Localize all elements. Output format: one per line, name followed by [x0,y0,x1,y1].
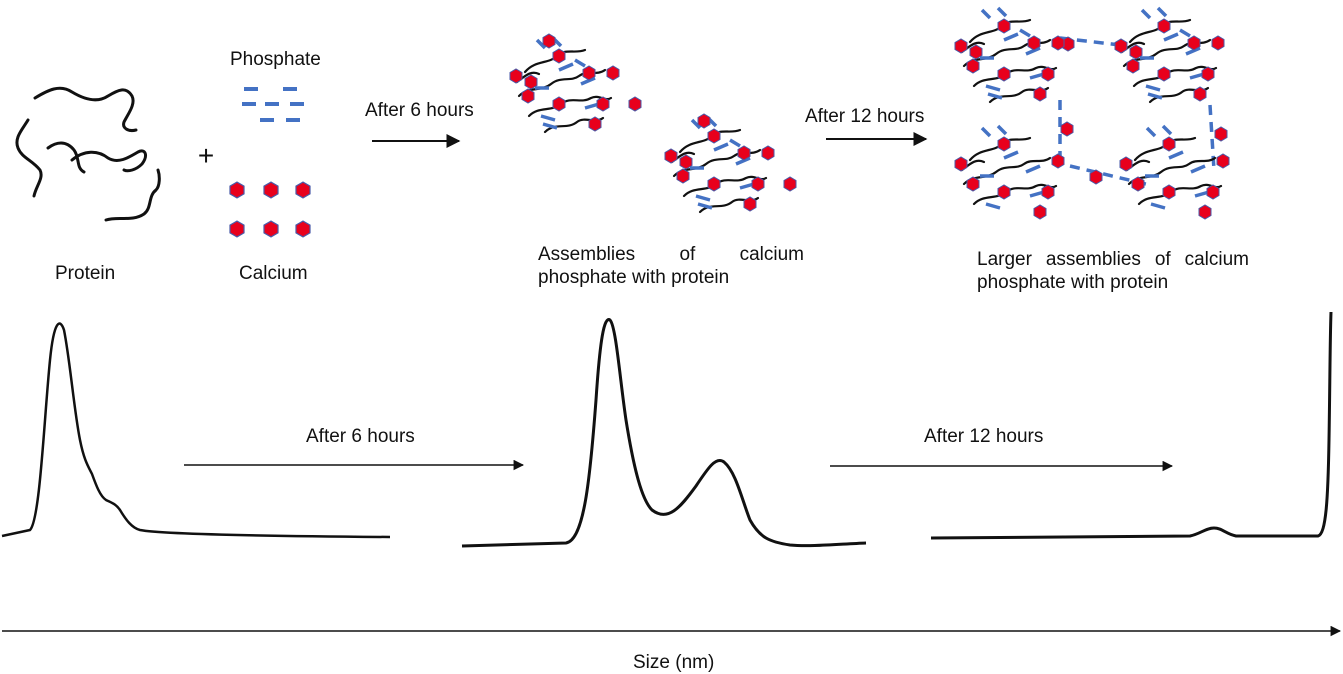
size-distribution-curve-6h [461,318,867,548]
phosphate-dash-icon [242,87,304,122]
larger-assemblies-caption: Larger assemblies of calcium phosphate w… [977,249,1249,293]
size-distribution-curve-12h [930,311,1333,540]
assemblies-caption: Assemblies of calcium phosphate with pro… [538,244,804,288]
protein-chain-icon [15,86,161,222]
plus-sign: + [198,140,214,171]
calcium-hexagon-icon [229,181,311,238]
assembly-cluster [664,113,797,214]
calcium-label: Calcium [239,263,308,284]
arrow-label-6h-top: After 6 hours [365,100,474,121]
larger-assembly-network [954,6,1230,220]
assembly-cluster [509,33,642,134]
protein-label: Protein [55,263,116,284]
phosphate-label: Phosphate [230,49,321,70]
arrow-label-12h-top: After 12 hours [805,106,925,127]
size-axis-label: Size (nm) [633,652,715,673]
size-distribution-curve-initial [1,322,391,539]
arrow-label-12h-bottom: After 12 hours [924,426,1044,447]
arrow-label-6h-bottom: After 6 hours [306,426,415,447]
